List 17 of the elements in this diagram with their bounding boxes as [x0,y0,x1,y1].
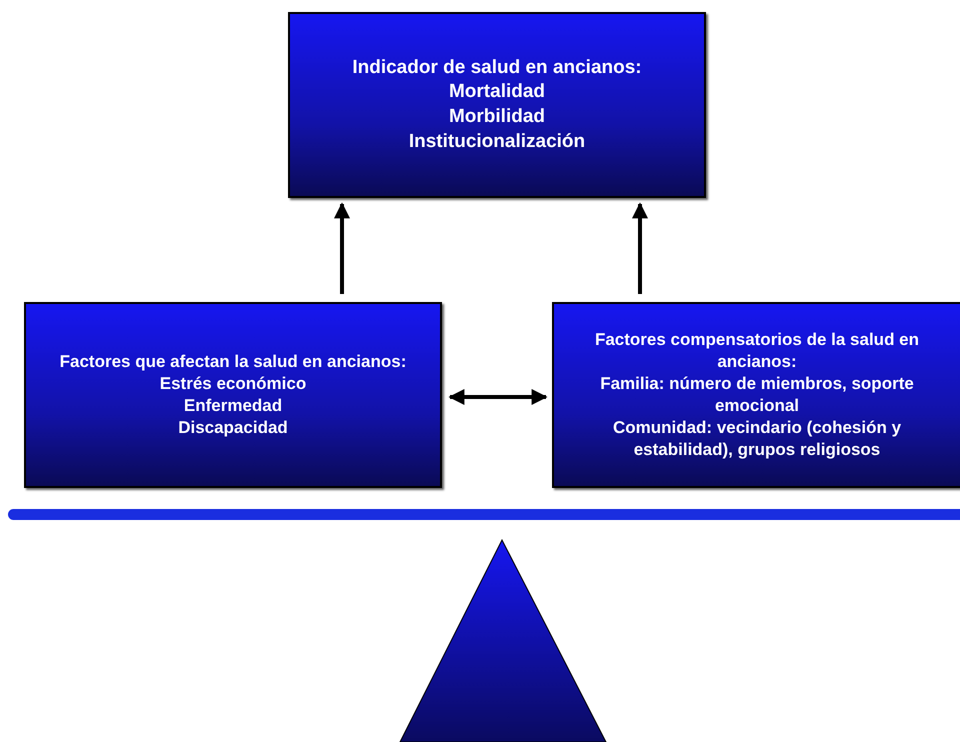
arrow [632,202,648,294]
box-heading: Factores compensatorios de la salud en ancianos: [594,328,920,373]
box-heading: Indicador de salud en ancianos: [352,56,642,80]
box-heading: Factores que afectan la salud en ancianos: [60,350,406,373]
box-text: Enfermedad [184,395,282,417]
box-text: Morbilidad [448,105,546,129]
process-box [552,302,960,488]
box-text: Mortalidad [448,80,546,104]
box-text: Estrés económico [160,372,306,395]
arrow [448,389,548,405]
box-text: Familia: número de miembros, soporte emocional [599,372,915,417]
box-text: Comunidad: vecindario (cohesión y estabilidad), grupos religiosos [612,417,902,462]
box-text: Institucionalización [408,130,586,154]
box-text: Discapacidad [178,417,288,440]
process-box [24,302,442,488]
process-box [288,12,706,198]
arrow [334,202,350,294]
